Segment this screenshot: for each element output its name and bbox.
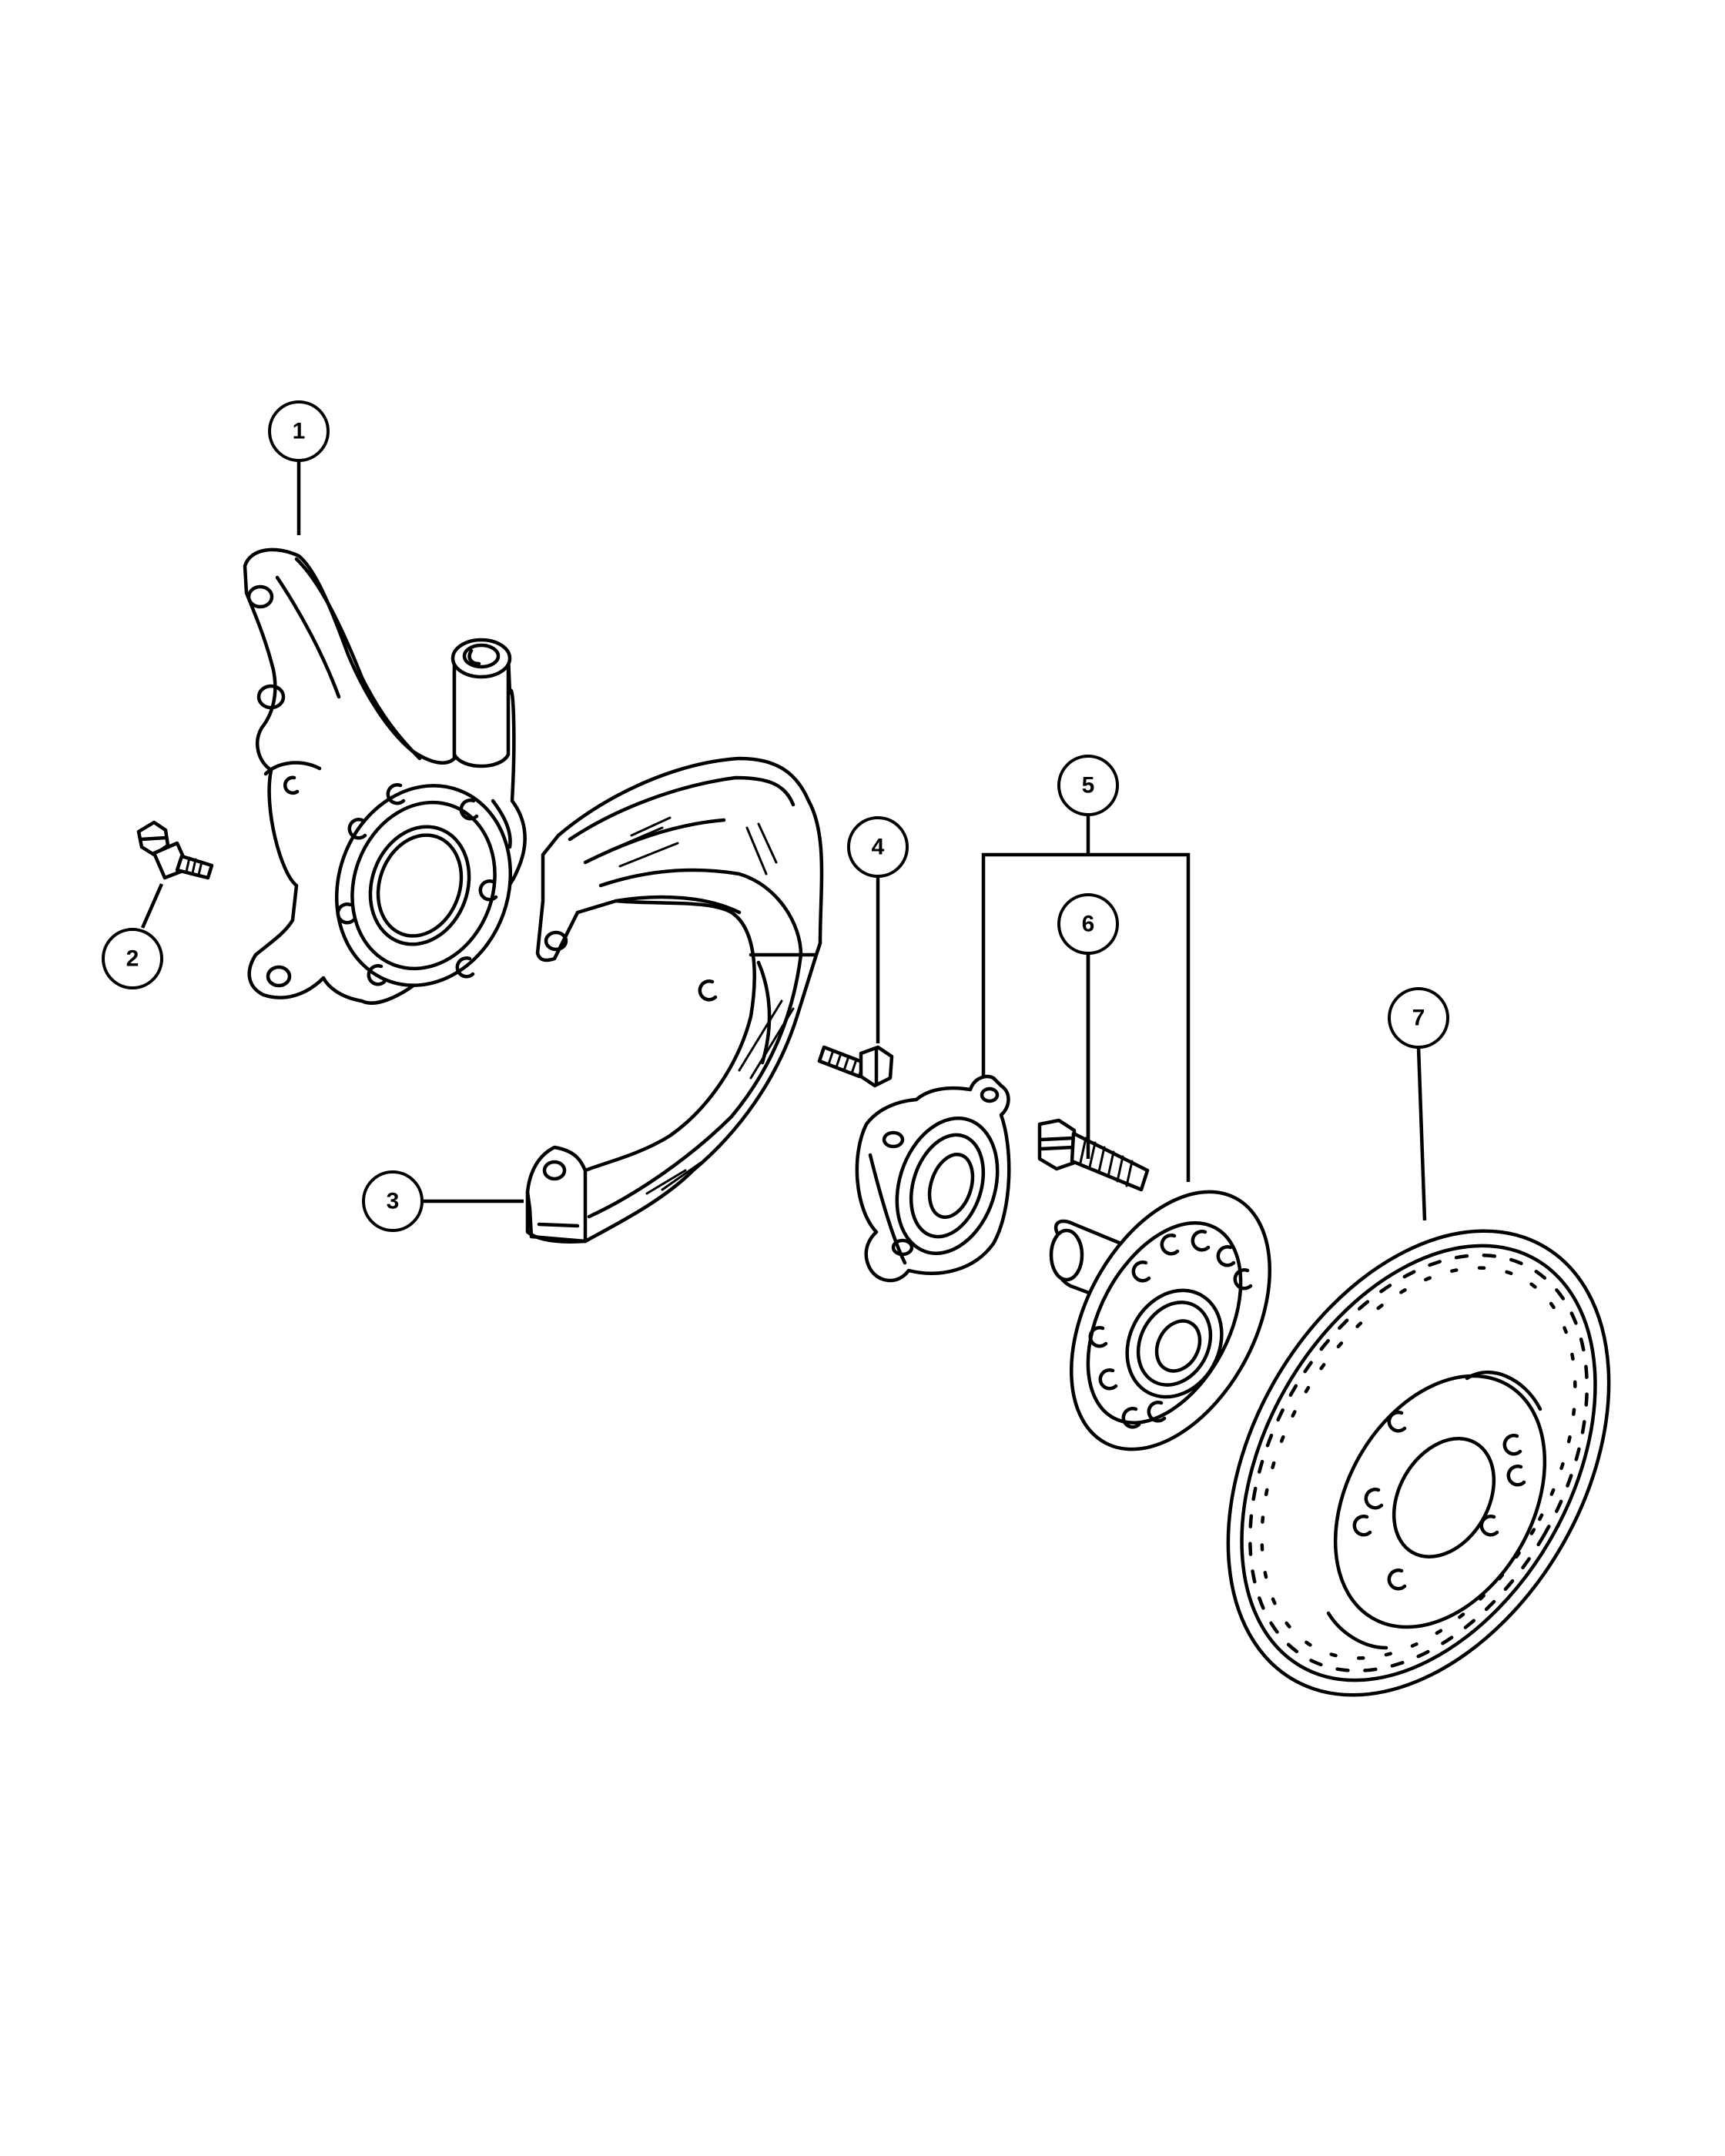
callout-6[interactable]: 6	[1057, 893, 1119, 955]
callout-2[interactable]: 2	[102, 928, 163, 989]
callout-4[interactable]: 4	[847, 816, 909, 878]
hub-bolt[interactable]	[817, 874, 894, 1088]
callout-7-label: 7	[1412, 1006, 1425, 1031]
brake-rotor[interactable]	[1150, 1046, 1686, 1763]
dust-shield[interactable]	[416, 756, 824, 1244]
callout-1-label: 1	[293, 419, 306, 444]
callout-3-label: 3	[387, 1189, 400, 1214]
callout-2-label: 2	[126, 946, 139, 972]
callout-1[interactable]: 1	[268, 400, 330, 462]
flange-bolt[interactable]	[136, 820, 214, 929]
callout-6-label: 6	[1082, 912, 1095, 937]
wheel-stud[interactable]	[1037, 1118, 1150, 1192]
callout-5-label: 5	[1082, 773, 1095, 798]
callout-7[interactable]: 7	[1388, 987, 1449, 1049]
wheel-hub[interactable]	[1030, 1158, 1310, 1482]
hub-assembly-bracket	[981, 815, 1191, 1182]
steering-knuckle[interactable]	[243, 547, 538, 1010]
callout-5[interactable]: 5	[1057, 755, 1119, 816]
callout-3[interactable]: 3	[362, 1170, 424, 1232]
wheel-bearing[interactable]	[855, 1074, 1014, 1283]
callout-4-label: 4	[872, 835, 885, 860]
